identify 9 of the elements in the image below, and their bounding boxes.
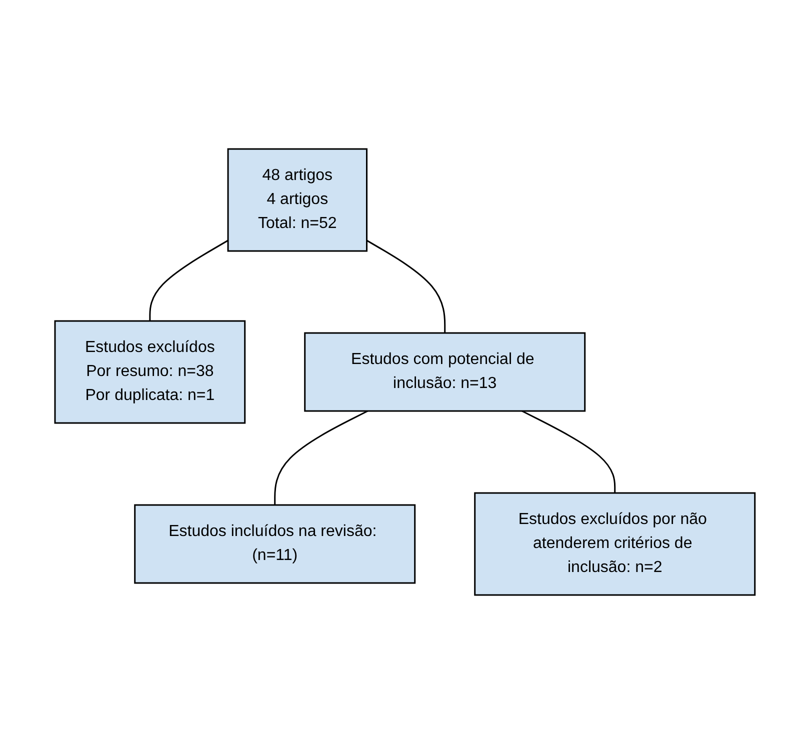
- connector: [149, 240, 228, 321]
- node-box: Estudos excluídos Por resumo: n=38 Por duplicata: n=1: [54, 320, 246, 424]
- connector: [366, 240, 446, 333]
- connector: [522, 410, 616, 493]
- connector: [274, 410, 368, 505]
- node-box: 48 artigos 4 artigos Total: n=52: [227, 148, 368, 252]
- node-box: Estudos incluídos na revisão: (n=11): [134, 504, 416, 584]
- node-box: Estudos com potencial de inclusão: n=13: [304, 332, 586, 412]
- node-box: Estudos excluídos por não atenderem critérios de inclusão: n=2: [474, 492, 756, 596]
